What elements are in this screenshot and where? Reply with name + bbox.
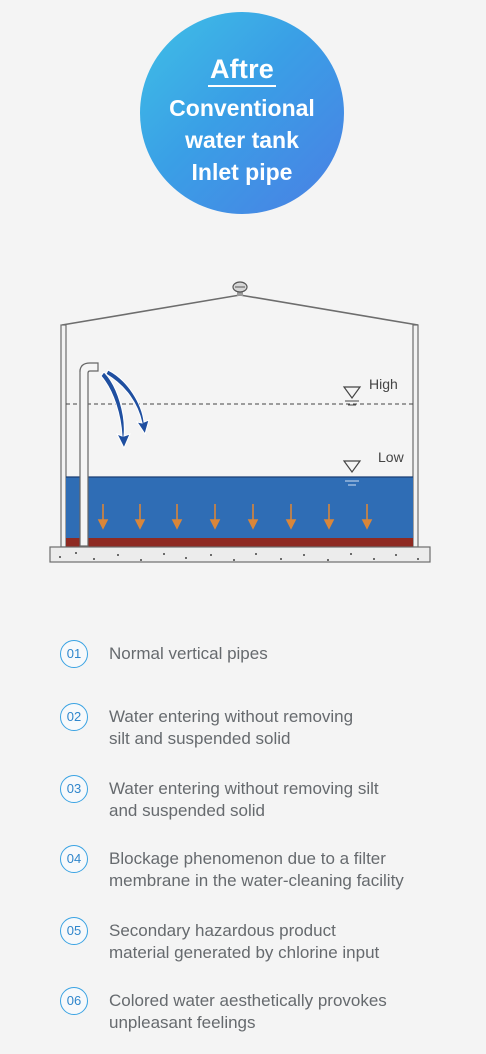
inlet-pipe [79,362,99,547]
badge-title: Conventional water tank Inlet pipe [140,92,344,188]
item-text-line: Normal vertical pipes [109,644,268,663]
item-number-badge: 06 [60,987,88,1015]
low-level-marker-icon [342,460,362,486]
badge-title-line: Inlet pipe [191,159,293,185]
item-text-line: Colored water aesthetically provokes [109,991,387,1010]
high-level-label: High [369,376,398,392]
item-text: Colored water aesthetically provokes unp… [109,990,459,1034]
badge-kicker: Aftre [140,54,344,87]
item-number-badge: 01 [60,640,88,668]
item-number-badge: 02 [60,703,88,731]
item-number-badge: 04 [60,845,88,873]
high-level-marker-icon [342,386,362,406]
water-tank-diagram: High Low [49,281,431,563]
item-text-line: Secondary hazardous product [109,921,336,940]
roof-vent-icon [232,281,248,296]
item-text-line: and suspended solid [109,801,265,820]
item-text-line: membrane in the water-cleaning facility [109,871,404,890]
foundation-texture [59,552,419,561]
item-text-line: silt and suspended solid [109,729,291,748]
badge-title-line: Conventional [169,95,315,121]
badge-title-line: water tank [185,127,299,153]
after-badge: Aftre Conventional water tank Inlet pipe [140,12,344,214]
tank-foundation [49,546,431,563]
inflow-arrows-icon [100,369,150,450]
item-text-line: unpleasant feelings [109,1013,256,1032]
low-level-label: Low [378,449,405,465]
item-text: Secondary hazardous product material gen… [109,920,459,964]
tank-left-wall [60,324,67,548]
particle-arrows [97,504,373,530]
sediment-layer [66,538,413,547]
tank-roof [61,294,419,326]
item-text-line: Water entering without removing silt [109,779,379,798]
item-text: Water entering without removing silt and… [109,778,459,822]
item-text-line: Water entering without removing [109,707,354,726]
item-text-line: Blockage phenomenon due to a filter [109,849,386,868]
tank-right-wall [412,324,419,548]
item-text: Blockage phenomenon due to a filter memb… [109,848,459,892]
item-text-line: material generated by chlorine input [109,943,380,962]
item-number-badge: 03 [60,775,88,803]
item-text: Normal vertical pipes [109,643,459,665]
item-text: Water entering without removing silt and… [109,706,459,750]
item-number-badge: 05 [60,917,88,945]
water-body [66,477,413,538]
